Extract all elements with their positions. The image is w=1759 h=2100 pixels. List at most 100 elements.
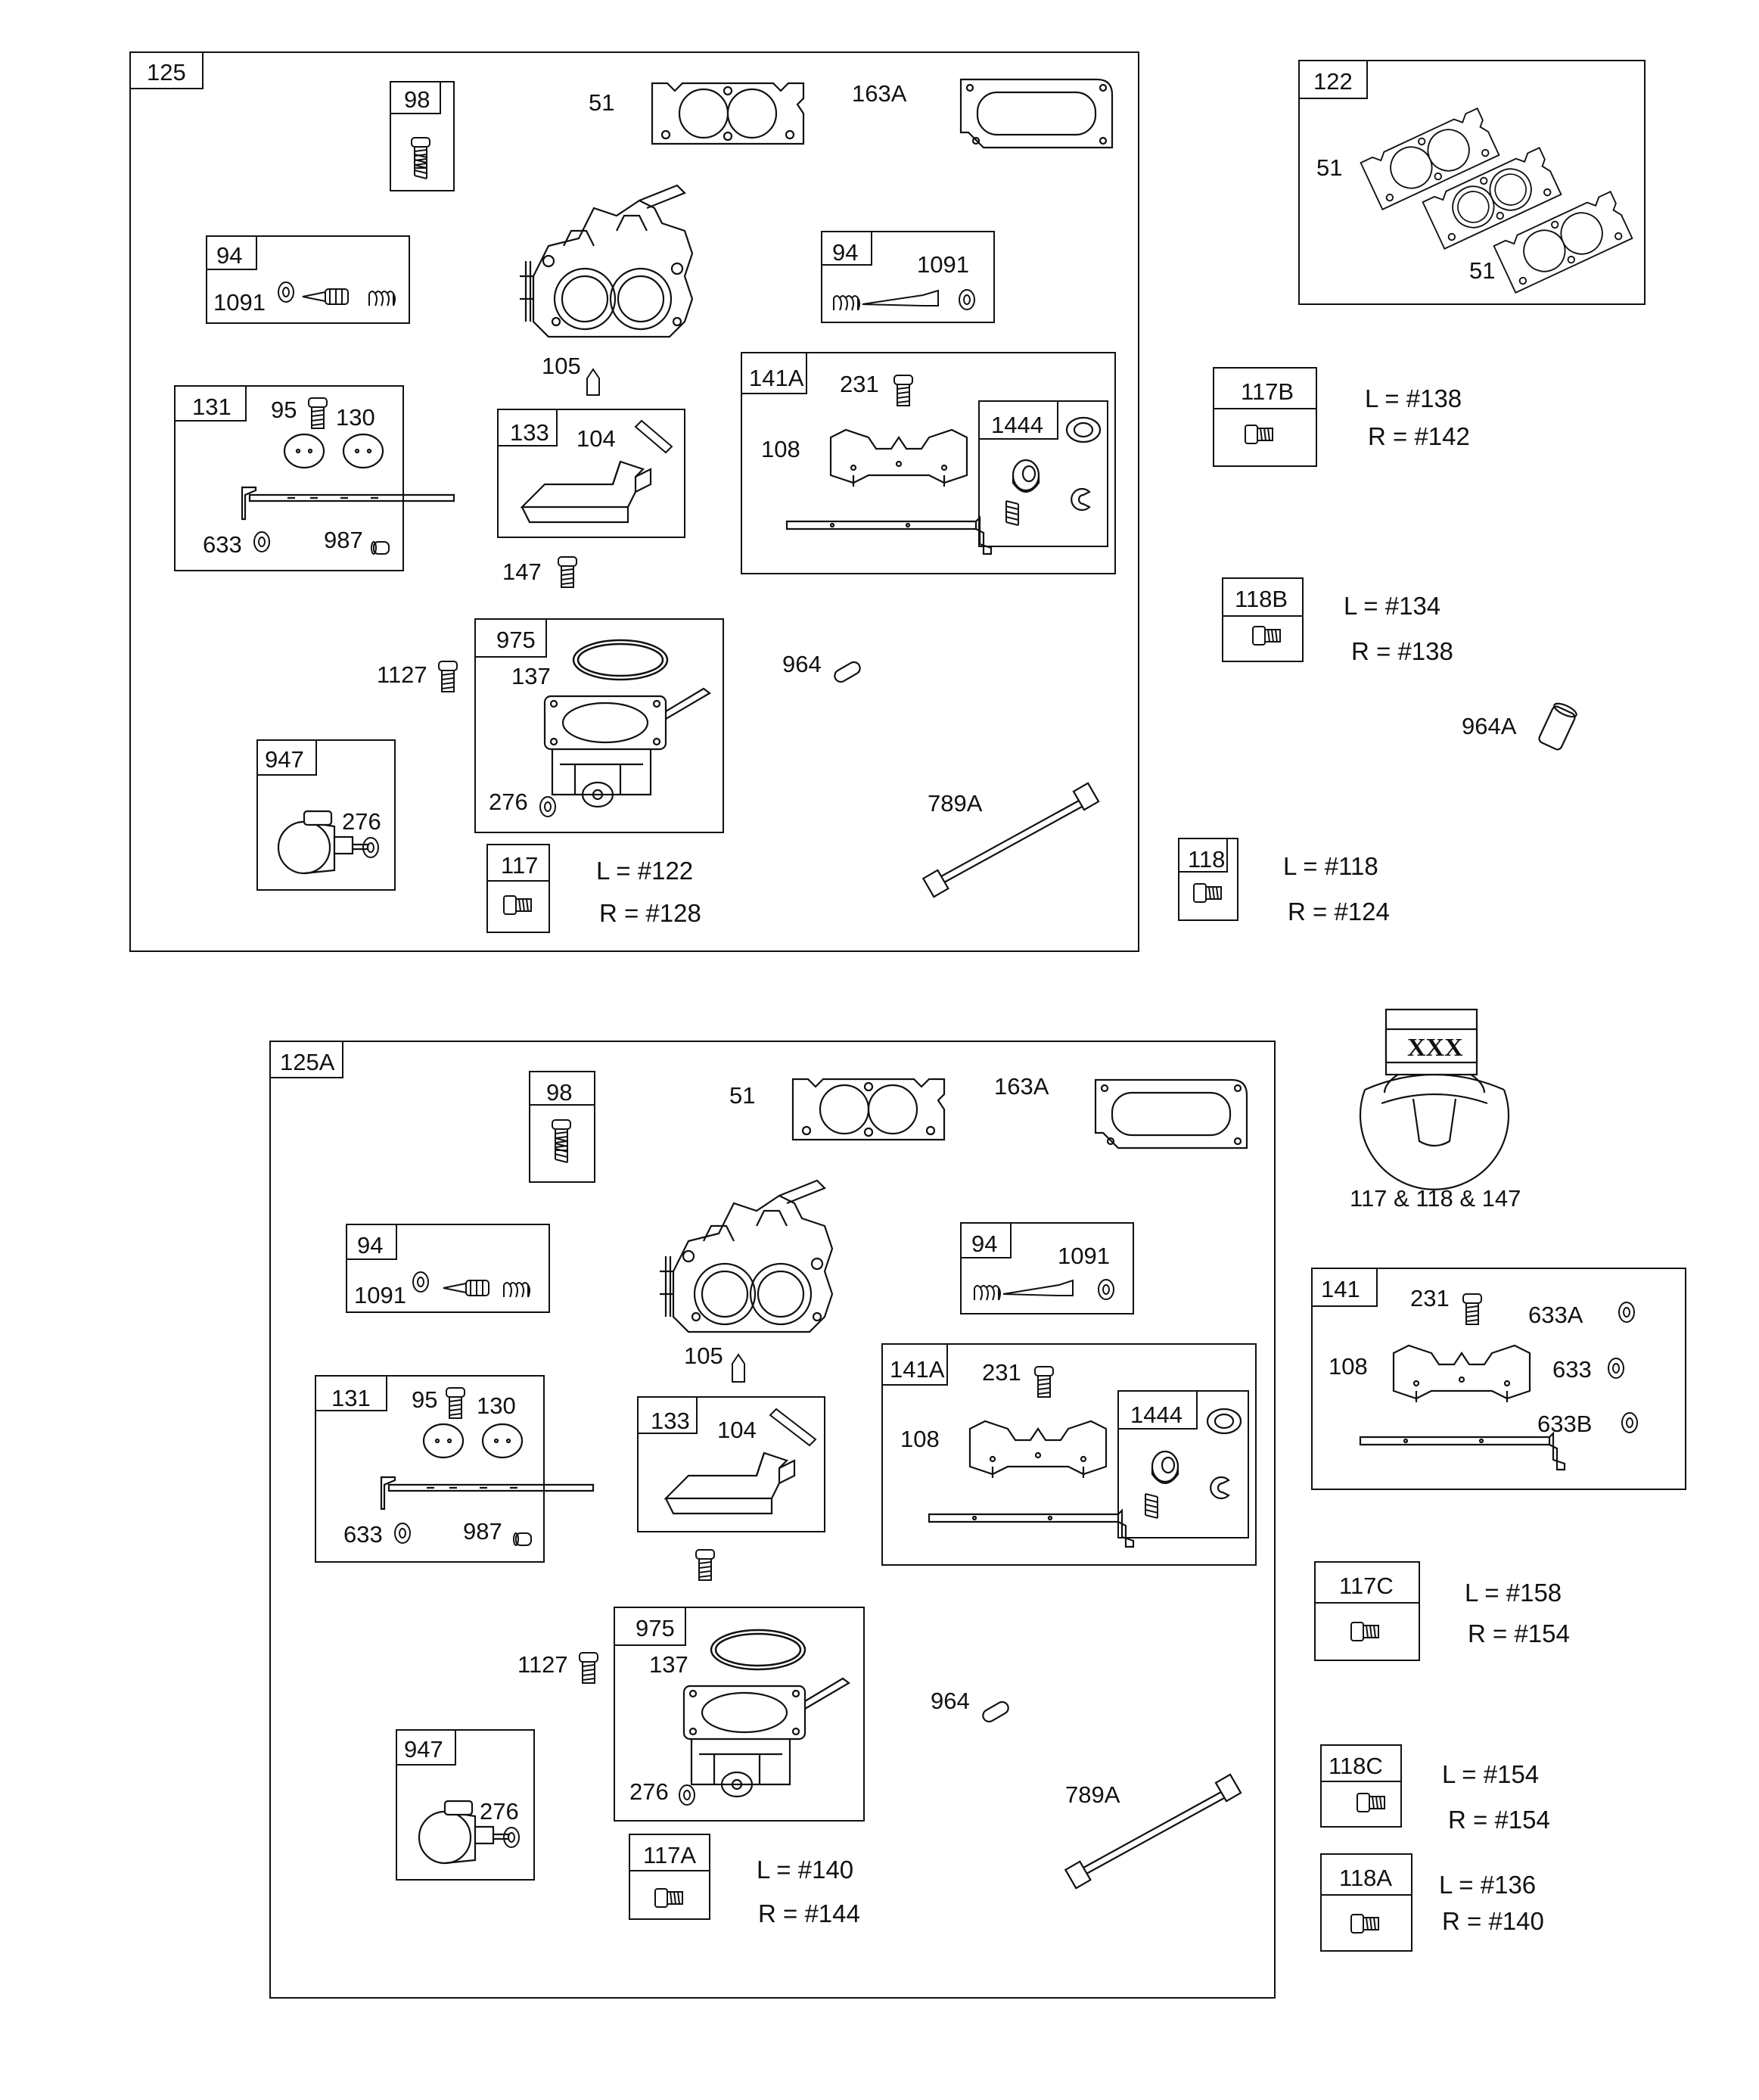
seal-icon <box>1098 1279 1114 1300</box>
bushing-icon <box>1012 459 1040 493</box>
washer-icon <box>1065 416 1102 443</box>
plug-987-icon <box>371 541 390 555</box>
group-125-frame <box>129 51 1139 952</box>
box-label-94: 94 <box>971 1230 998 1257</box>
spec-118B-right: R = #138 <box>1351 637 1453 665</box>
callout-276: 276 <box>342 808 381 835</box>
choke-plates-icon <box>380 1423 595 1510</box>
plug-964-icon <box>980 1698 1012 1725</box>
washer-276-icon <box>539 796 556 817</box>
screw-118-icon <box>1193 883 1222 903</box>
callout-633: 633 <box>1552 1356 1592 1383</box>
gasket-163A-icon <box>959 78 1114 149</box>
callout-1091: 1091 <box>354 1282 406 1308</box>
box-label-947: 947 <box>404 1736 443 1762</box>
screw-117-icon <box>503 895 532 915</box>
spec-118C-left: L = #154 <box>1442 1760 1540 1788</box>
box-label-98: 98 <box>546 1079 573 1106</box>
callout-964: 964 <box>931 1688 970 1714</box>
callout-276: 276 <box>629 1778 669 1805</box>
box-94a-bot <box>346 1224 550 1313</box>
callout-1091: 1091 <box>917 251 969 278</box>
needle-valve-icon <box>443 1280 489 1296</box>
spec-117-right: R = #128 <box>599 899 701 927</box>
callout-789A: 789A <box>928 790 983 817</box>
e-clip-icon <box>1071 487 1091 512</box>
box-label-117C: 117C <box>1339 1573 1394 1599</box>
screw-118A-icon <box>1350 1914 1379 1934</box>
kit-caption: 117 & 118 & 147 <box>1350 1185 1521 1212</box>
bushing-icon <box>1151 1450 1179 1485</box>
gasket-51-icon <box>791 1078 946 1141</box>
screw-231-icon <box>1462 1293 1482 1325</box>
callout-147: 147 <box>502 558 542 585</box>
group-title-122: 122 <box>1313 68 1353 95</box>
group-122-frame <box>1298 60 1646 305</box>
seal-icon <box>959 289 975 310</box>
gasket-163A-icon <box>1094 1078 1248 1150</box>
carburetor-body-top-icon <box>518 184 694 338</box>
bracket-108-icon <box>1392 1344 1531 1404</box>
spec-117A-right: R = #144 <box>758 1899 860 1927</box>
spacer-icon <box>1422 147 1562 250</box>
throttle-body-icon <box>543 687 711 808</box>
washer-276-icon <box>503 1827 520 1848</box>
spec-118-right: R = #124 <box>1288 898 1390 926</box>
screw-117B-icon <box>1245 425 1273 444</box>
box-975-top <box>474 618 724 833</box>
box-label-118A: 118A <box>1339 1865 1393 1891</box>
callout-104: 104 <box>576 425 616 452</box>
box-label-131: 131 <box>192 394 232 420</box>
box-label-117A: 117A <box>643 1842 697 1868</box>
washer-633-icon <box>394 1523 411 1544</box>
float-icon <box>521 460 652 524</box>
box-label-1444: 1444 <box>991 412 1043 438</box>
group-141-frame <box>1311 1268 1686 1490</box>
callout-163A: 163A <box>994 1073 1049 1100</box>
box-label-118: 118 <box>1188 846 1226 873</box>
callout-51: 51 <box>1469 257 1496 284</box>
callout-276: 276 <box>480 1798 519 1825</box>
callout-51: 51 <box>589 89 615 116</box>
box-label-141A: 141A <box>749 365 804 391</box>
box-947-top <box>256 739 396 891</box>
seal-icon <box>278 282 294 303</box>
box-141A-top <box>741 352 1116 574</box>
gasket-51-icon <box>1360 107 1500 210</box>
box-94a-top <box>206 235 410 324</box>
callout-95: 95 <box>412 1386 438 1413</box>
kit-callout-icon <box>1359 1071 1510 1190</box>
washer-633-icon <box>253 531 270 552</box>
screw-118C-icon <box>1357 1793 1385 1812</box>
spec-118B-left: L = #134 <box>1344 592 1441 620</box>
box-label-1444: 1444 <box>1130 1402 1183 1428</box>
callout-633: 633 <box>343 1521 383 1548</box>
spec-117B-right: R = #142 <box>1368 422 1470 450</box>
callout-231: 231 <box>840 371 879 397</box>
box-label-117B: 117B <box>1241 378 1294 405</box>
needle-valve-icon <box>302 288 349 305</box>
callout-987: 987 <box>324 527 363 553</box>
group-125-tab <box>129 51 204 89</box>
box-label-117: 117 <box>501 852 539 879</box>
callout-633B: 633B <box>1537 1411 1593 1437</box>
group-title-125A: 125A <box>280 1049 335 1075</box>
washer-276-icon <box>679 1784 695 1806</box>
spring-icon <box>833 295 860 311</box>
box-label-975: 975 <box>496 627 536 653</box>
box-133-bot <box>637 1396 825 1532</box>
screw-147-icon <box>695 1549 715 1581</box>
group-125A-frame <box>269 1041 1276 1999</box>
seal-icon <box>412 1271 429 1293</box>
box-label-131: 131 <box>331 1385 371 1411</box>
callout-130: 130 <box>336 404 375 431</box>
box-947-bot <box>396 1729 535 1881</box>
callout-95: 95 <box>271 397 297 423</box>
screw-1127-icon <box>438 661 458 692</box>
box-131-top <box>174 385 404 571</box>
gasket-51-icon <box>651 82 805 145</box>
kit-code: XXX <box>1407 1034 1463 1062</box>
e-clip-icon <box>1210 1476 1230 1500</box>
box-label-94: 94 <box>216 242 243 269</box>
